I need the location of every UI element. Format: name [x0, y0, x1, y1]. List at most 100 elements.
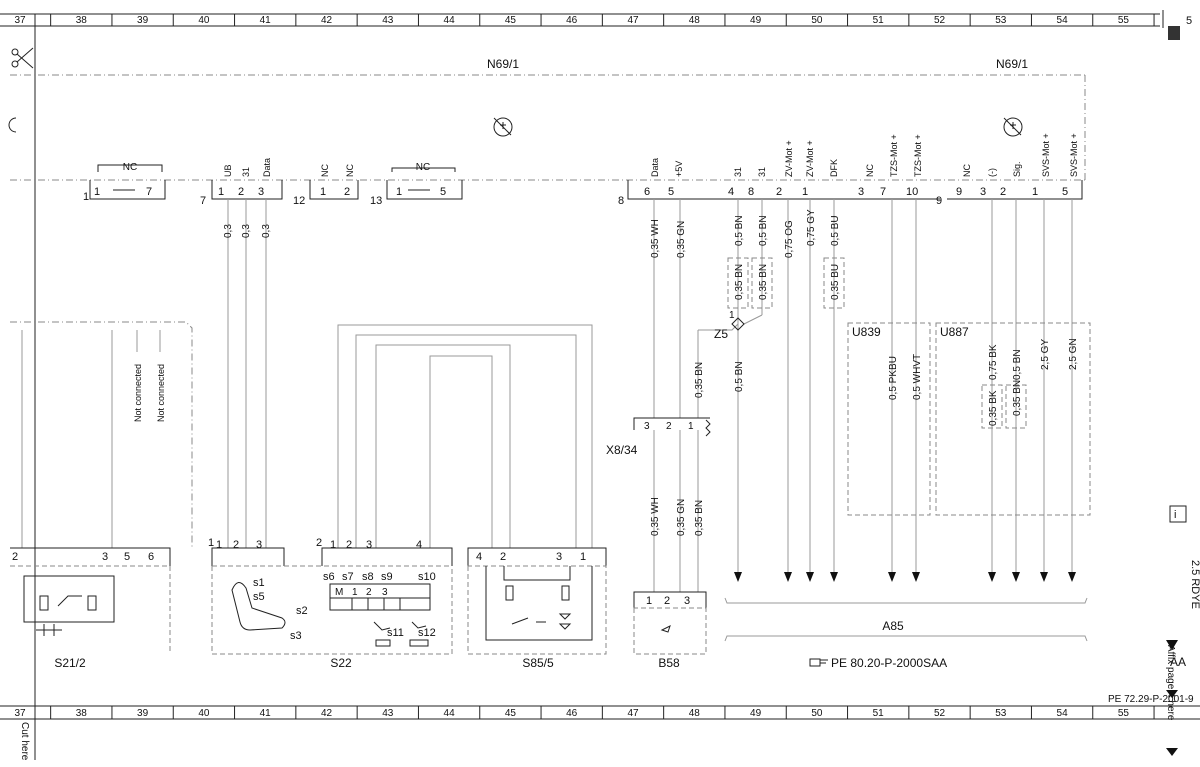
x8-connector-outline: [633, 417, 710, 430]
wire-label: 0,35 WH: [650, 497, 661, 536]
not-connected-label: Not connected: [156, 364, 166, 422]
wire-label: 0,35 GN: [676, 221, 687, 258]
bottom-pin-number: 2: [233, 539, 239, 551]
pin-number: 1: [802, 186, 808, 198]
wire-label: 0,35 BN: [734, 264, 745, 300]
switch-label: 3: [382, 587, 388, 598]
pin-number: 3: [980, 186, 986, 198]
ruler-number: 52: [934, 15, 946, 26]
bottom-pin-number: 3: [556, 551, 562, 563]
ruler-number: 49: [750, 15, 762, 26]
wire-label: 0,75 OG: [784, 220, 795, 258]
pin-number: 4: [728, 186, 734, 198]
wire-label: 2,5 GN: [1068, 338, 1079, 370]
switch-label: s2: [296, 605, 308, 617]
pin-number: 5: [440, 186, 446, 198]
pin-number: 2: [344, 186, 350, 198]
bottom-pin-number: 6: [148, 551, 154, 563]
pin-number: 2: [238, 186, 244, 198]
pin-number: 1: [396, 186, 402, 198]
ruler-number: 42: [321, 708, 333, 719]
wire-label: 0,3: [261, 224, 272, 238]
b58-component: [633, 591, 707, 655]
bottom-pin-number: 3: [102, 551, 108, 563]
nc-label: NC: [123, 162, 137, 173]
wire-label: 0,5 BN: [734, 361, 745, 392]
not-connected-label: Not connected: [133, 364, 143, 422]
ruler-number: 51: [873, 708, 885, 719]
junction-diamond-icon: [731, 317, 745, 331]
ruler-number: 55: [1118, 708, 1130, 719]
bottom-pin-number: 4: [416, 539, 422, 551]
bottom-ruler: [0, 705, 1200, 720]
s21-component: [10, 547, 171, 654]
wire-label: 0,35 BN: [694, 362, 705, 398]
s21-label: S21/2: [54, 656, 86, 670]
switch-label: s6: [323, 571, 335, 583]
pin-header-label: TZS-Mot +: [889, 134, 899, 177]
ruler-number: 55: [1118, 15, 1130, 26]
pin-number: 5: [1062, 186, 1068, 198]
switch-label: s3: [290, 630, 302, 642]
wire-label: 0,35 BN: [694, 500, 705, 536]
bottom-pin-number: 2: [500, 551, 506, 563]
switch-label: 2: [366, 587, 372, 598]
ruler-number: 53: [995, 15, 1007, 26]
pin-header-label: SVS-Mot +: [1041, 133, 1051, 177]
ruler-number: 40: [198, 708, 210, 719]
bottom-pin-number: 1: [580, 551, 586, 563]
x8-pin: 2: [666, 421, 672, 432]
ruler-number: 41: [260, 708, 272, 719]
pin-number: 6: [644, 186, 650, 198]
left-module-outline: [10, 321, 193, 548]
pin-header-label: NC: [962, 164, 972, 177]
switch-label: s8: [362, 571, 374, 583]
b58-label: B58: [658, 656, 680, 670]
s22-component: [211, 547, 453, 655]
s22-label: S22: [330, 656, 352, 670]
ground-symbol-icon: [493, 117, 513, 137]
connector-number: 9: [936, 195, 942, 207]
pin-number: 5: [668, 186, 674, 198]
wires: [21, 199, 1073, 592]
a85-bracket: [724, 597, 1088, 604]
ruler-number: 45: [505, 15, 517, 26]
top-ruler: [0, 10, 1164, 28]
wire-label: 0,5 WHVT: [912, 354, 923, 400]
ruler-number: 43: [382, 15, 394, 26]
pin-header-label: NC: [865, 164, 875, 177]
pin-header-label: TZS-Mot +: [913, 134, 923, 177]
pin-header-label: Sig.: [1012, 161, 1022, 177]
wire-marker-boxes: [727, 257, 1027, 429]
pin-number: 1: [1032, 186, 1038, 198]
u839-outline: [847, 322, 931, 516]
pin-header-label: SVS-Mot +: [1069, 133, 1079, 177]
n69-module-outline: [10, 74, 1086, 181]
switch-label: M: [335, 587, 343, 598]
switch-label: s10: [418, 571, 436, 583]
ruler-number: 37: [14, 708, 26, 719]
x8-label: X8/34: [606, 443, 638, 457]
ruler-number: 54: [1057, 15, 1069, 26]
cut-here-text: Cut here: [19, 722, 30, 761]
pin-header-label: Data: [262, 158, 272, 177]
ruler-number: 38: [76, 708, 88, 719]
wire-label: 0,5 BN: [758, 215, 769, 246]
side-aa-text: AA: [1170, 655, 1186, 669]
ground-symbol-icon: [1003, 117, 1023, 137]
bottom-pin-number: 3: [366, 539, 372, 551]
ruler-number: 37: [14, 15, 26, 26]
bottom-pin-number: 3: [256, 539, 262, 551]
wire-label: 0,5 BU: [830, 215, 841, 246]
ruler-number: 42: [321, 15, 333, 26]
a85-label: A85: [882, 619, 904, 633]
x8-pin: 1: [688, 421, 694, 432]
bottom-pin-number: 5: [124, 551, 130, 563]
module-label-n69-left: N69/1: [487, 57, 519, 71]
page-ref: PE 72.29-P-2001-9: [1108, 694, 1194, 705]
bottom-pin-number: 1: [330, 539, 336, 551]
pin-header-label: 31: [757, 167, 767, 177]
scissors-icon: [11, 47, 34, 69]
pin-header-label: DFK: [829, 159, 839, 177]
